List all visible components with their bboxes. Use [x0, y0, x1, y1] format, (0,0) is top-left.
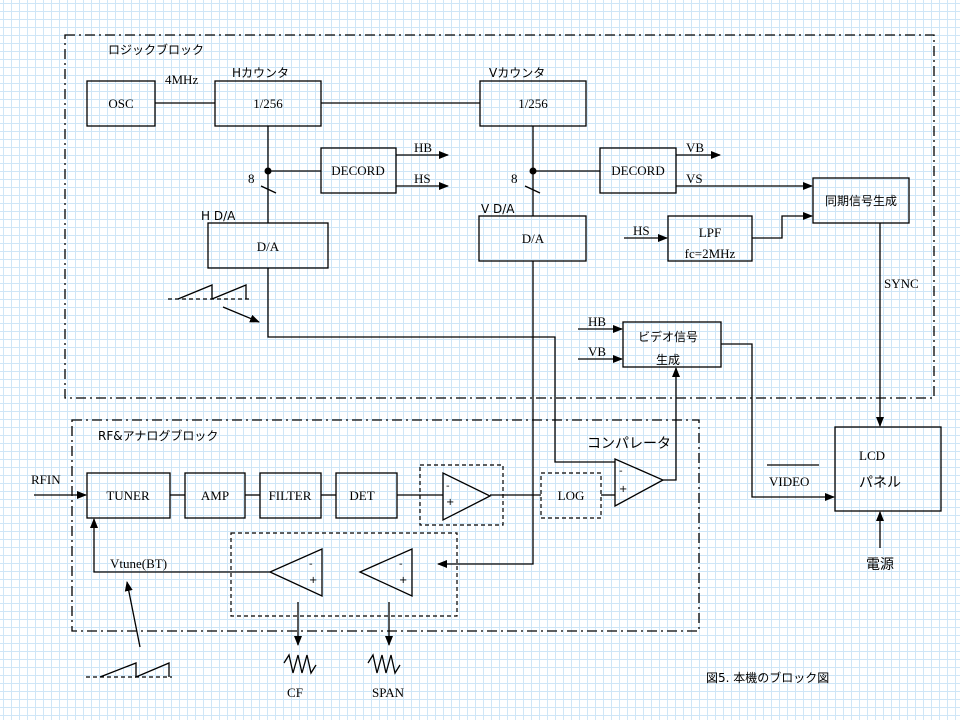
comparator-to-video-wire [663, 367, 680, 481]
h-bus-slash [260, 185, 277, 194]
cf-amp-triangle [268, 548, 323, 598]
osc-frequency-label: 4MHz [165, 72, 198, 87]
v-counter-label: Vカウンタ [489, 66, 545, 80]
span-amp-triangle [358, 548, 413, 598]
vtune-wire [90, 518, 270, 573]
figure-caption: 図5. 本機のブロック図 [706, 670, 829, 685]
comparator-label: コンパレータ [587, 436, 671, 452]
lcd-panel-line2: パネル [859, 475, 901, 491]
v-bus-width: 8 [511, 171, 518, 186]
h-da-label: H D/A [201, 209, 236, 223]
sync-label: SYNC [884, 276, 919, 291]
video-generator-line1: ビデオ信号 [638, 329, 698, 344]
vtune-label: Vtune(BT) [110, 556, 167, 571]
span-resistor [367, 653, 401, 675]
h-counter-value: 1/256 [253, 96, 283, 111]
logic-block-frame [64, 34, 935, 399]
cf-resistor [283, 653, 317, 675]
comparator-triangle [614, 458, 665, 508]
power-label: 電源 [866, 557, 894, 573]
rfin-label: RFIN [31, 472, 61, 487]
vb-out-label: VB [686, 140, 704, 155]
comparator-minus: - [619, 466, 623, 477]
lpf-to-sync-wire [752, 212, 813, 239]
v-da-output-wire [437, 261, 534, 568]
h-sawtooth-arrow [222, 306, 260, 323]
video-generator-line2: 生成 [656, 353, 680, 367]
v-decord-block [599, 147, 677, 194]
lpf-name: LPF [699, 225, 721, 240]
det-label: DET [349, 488, 374, 503]
lcd-panel-block [834, 426, 942, 512]
v-counter-value: 1/256 [518, 96, 548, 111]
filter-label: FILTER [269, 488, 312, 503]
video-output-wire [721, 343, 835, 501]
comparator-plus: + [619, 484, 627, 495]
tune-sawtooth-wave [99, 662, 170, 678]
vs-out-label: VS [686, 171, 703, 186]
rf-block-title: RF&アナログブロック [98, 428, 218, 443]
hs-out-label: HS [414, 171, 431, 186]
v-bus-slash [524, 185, 541, 194]
h-counter-label: Hカウンタ [232, 66, 289, 80]
span-label: SPAN [372, 685, 405, 700]
h-bus-width: 8 [248, 171, 255, 186]
h-da-output-wire [267, 268, 615, 463]
amp-label: AMP [201, 488, 229, 503]
cf-amp-minus: - [309, 559, 313, 570]
video-label: VIDEO [769, 474, 809, 489]
tuner-label: TUNER [106, 488, 150, 503]
v-da-label: V D/A [481, 202, 515, 216]
h-decord-label: DECORD [331, 163, 384, 178]
osc-label: OSC [108, 96, 133, 111]
tune-sawtooth-arrow [124, 581, 141, 648]
sync-generator-block [812, 177, 910, 224]
det-opamp-plus: + [446, 497, 454, 508]
span-amp-minus: - [399, 559, 403, 570]
logic-block-title: ロジックブロック [108, 42, 204, 57]
lcd-panel-line1: LCD [859, 448, 885, 463]
sync-generator-label: 同期信号生成 [825, 194, 897, 208]
lpf-spec: fc=2MHz [685, 246, 736, 261]
v-da-value: D/A [522, 231, 545, 246]
span-amp-plus: + [399, 575, 407, 586]
h-da-value: D/A [257, 239, 280, 254]
det-opamp-minus: - [446, 481, 450, 492]
hb-out-label: HB [414, 140, 432, 155]
sweep-amp-frame [230, 532, 458, 617]
cf-label: CF [287, 685, 303, 700]
log-block [540, 472, 602, 519]
video-vb-input-label: VB [588, 344, 606, 359]
lpf-input-label: HS [633, 223, 650, 238]
log-label: LOG [558, 488, 585, 503]
det-opamp-triangle [442, 471, 492, 522]
cf-amp-plus: + [309, 575, 317, 586]
h-decord-block [320, 147, 397, 194]
v-decord-label: DECORD [611, 163, 664, 178]
video-hb-input-label: HB [588, 314, 606, 329]
h-sawtooth-wave [177, 284, 247, 300]
